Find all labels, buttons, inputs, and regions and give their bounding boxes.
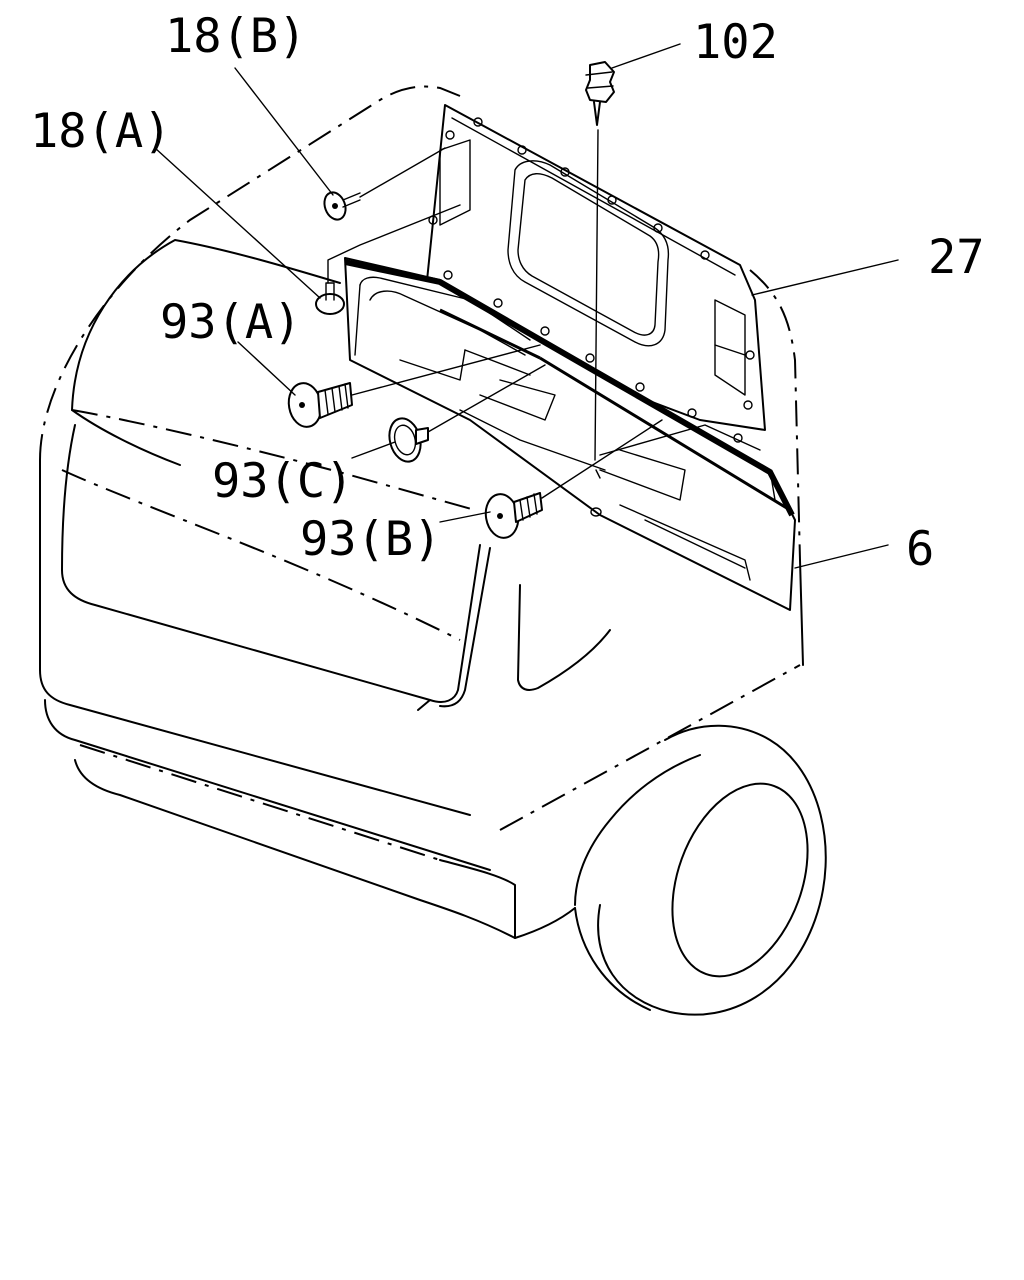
callout-93c: 93(C) <box>212 454 353 509</box>
leader-lines <box>154 43 899 569</box>
callout-93b: 93(B) <box>300 512 441 567</box>
callout-27: 27 <box>928 230 985 285</box>
part-6-floor-trim <box>344 257 796 611</box>
callout-93a: 93(A) <box>160 295 301 350</box>
part-93a-bolt <box>287 344 541 428</box>
part-18a-screw <box>315 204 461 315</box>
callout-6: 6 <box>906 522 934 577</box>
callout-18a: 18(A) <box>30 104 171 159</box>
panel-holes <box>428 117 755 443</box>
vehicle-body-outline <box>39 85 804 939</box>
part-93c-rivet <box>388 364 546 463</box>
rear-tire <box>574 724 827 1016</box>
callout-102: 102 <box>693 15 778 70</box>
callout-labels: 18(B) 18(A) 102 27 93(A) 93(C) 93(B) 6 <box>30 9 985 577</box>
part-102-push-clip <box>585 61 615 517</box>
callout-18b: 18(B) <box>165 9 306 64</box>
part-18b-screw <box>323 147 446 221</box>
part-93b-bolt <box>484 419 663 539</box>
